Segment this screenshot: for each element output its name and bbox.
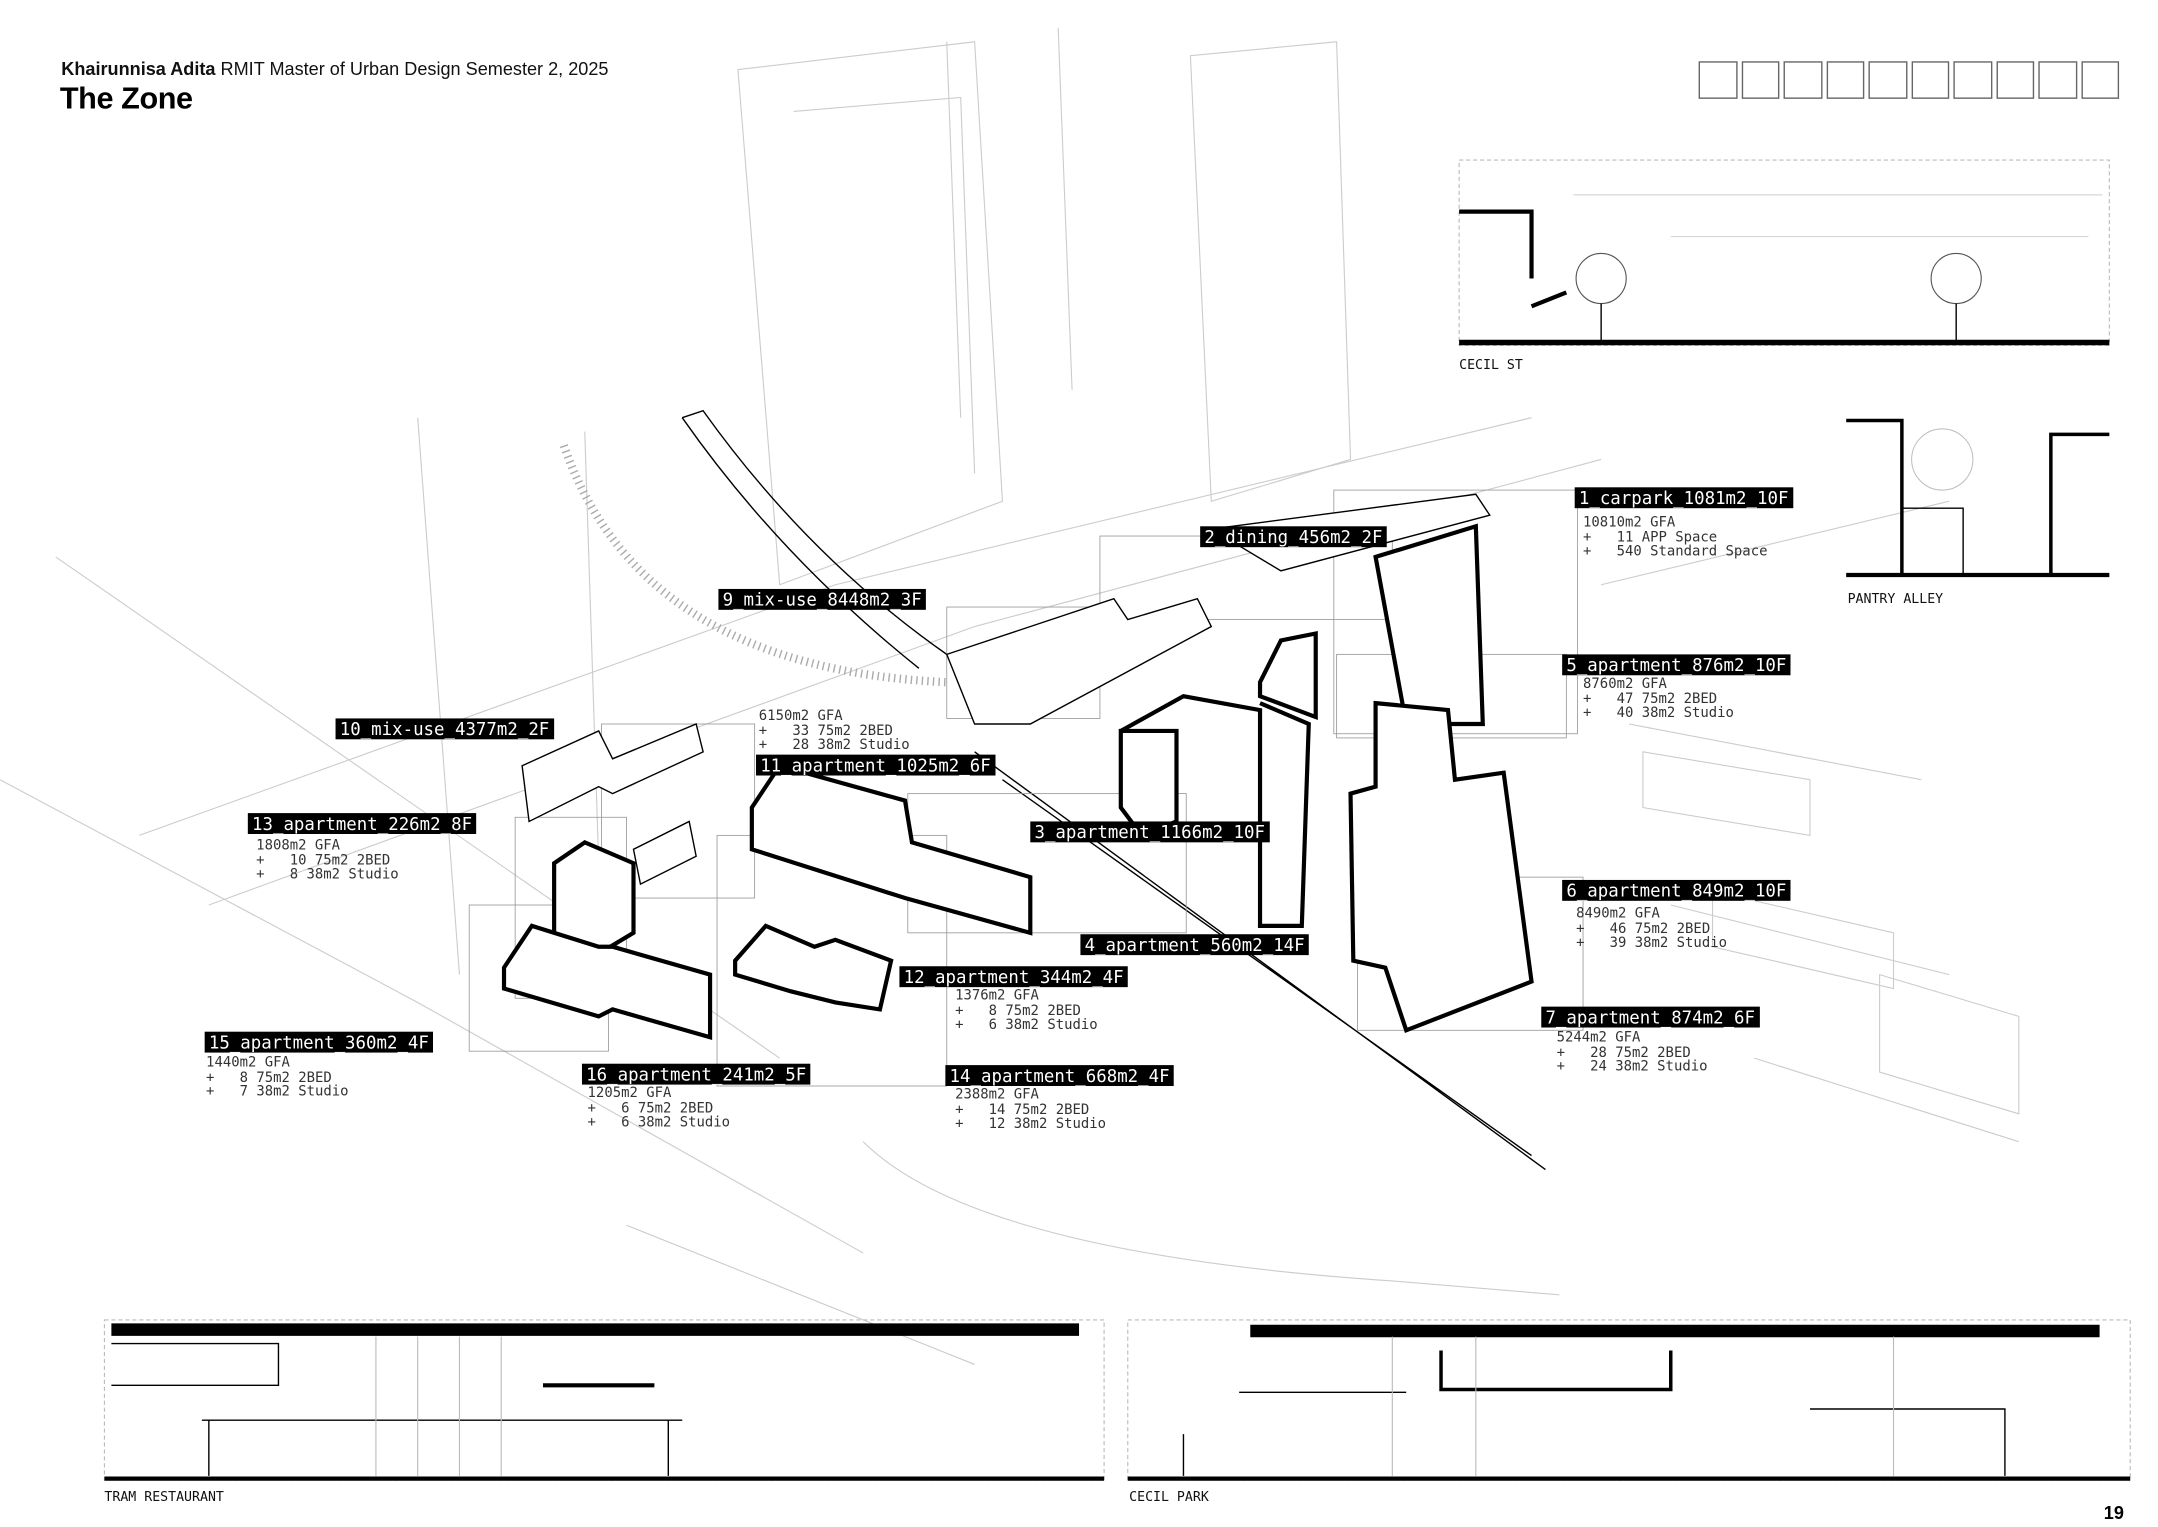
nav-box: [1741, 61, 1780, 99]
nav-box: [1953, 61, 1992, 99]
proposed-buildings: [501, 523, 1534, 1041]
nav-box: [1868, 61, 1907, 99]
section-label-cecil-park: CECIL PARK: [1129, 1489, 1209, 1506]
nav-box: [1995, 61, 2035, 99]
building-label-9: 9_mix-use_8448m2_3F: [718, 588, 926, 610]
building-info-15: 1440m2 GFA + 8 75m2 2BED + 7 38m2 Studio: [206, 1055, 349, 1101]
building-label-6: 6_apartment_849m2_10F: [1562, 879, 1791, 901]
nav-box: [1698, 61, 1737, 99]
author-name: Khairunnisa Adita: [61, 58, 216, 80]
building-info-11: 6150m2 GFA + 33 75m2 2BED + 28 38m2 Stud…: [758, 708, 910, 754]
section-label-pantry-alley: PANTRY ALLEY: [1847, 591, 1944, 608]
cecil-park-section: [1127, 1319, 2131, 1481]
context-buildings: [521, 493, 1491, 886]
building-info-6: 8490m2 GFA + 46 75m2 2BED + 39 38m2 Stud…: [1576, 906, 1727, 952]
building-label-12: 12_apartment_344m2_4F: [899, 966, 1128, 988]
building-info-16: 1205m2 GFA + 6 75m2 2BED + 6 38m2 Studio: [587, 1085, 731, 1131]
nav-box: [2038, 61, 2077, 99]
building-label-11: 11_apartment_1025m2_6F: [756, 754, 995, 776]
building-label-1: 1_carpark_1081m2_10F: [1574, 487, 1793, 509]
nav-box: [1826, 61, 1865, 99]
building-11-apartment: [749, 763, 1033, 936]
nav-box: [1783, 61, 1822, 99]
building-label-16: 16_apartment_241m2_5F: [581, 1063, 811, 1085]
section-label-tram-restaurant: TRAM RESTAURANT: [104, 1489, 224, 1506]
page-number: 19: [2103, 1502, 2124, 1524]
building-label-5: 5_apartment_876m2_10F: [1562, 654, 1791, 676]
building-15-apartment: [501, 923, 713, 1041]
page-nav-boxes: [1698, 61, 2120, 99]
building-label-10: 10_mix-use_4377m2_2F: [335, 718, 554, 740]
building-info-12: 1376m2 GFA + 8 75m2 2BED + 6 38m2 Studio: [955, 988, 1098, 1034]
nav-box: [1910, 61, 1950, 99]
header-credit: Khairunnisa Adita RMIT Master of Urban D…: [61, 58, 608, 79]
pantry-alley-section: [1846, 418, 2110, 578]
building-label-14: 14_apartment_668m2_4F: [945, 1065, 1174, 1086]
building-1-carpark: [1373, 523, 1485, 727]
course-name: RMIT Master of Urban Design Semester 2, …: [220, 58, 609, 80]
building-label-15: 15_apartment_360m2_4F: [204, 1031, 434, 1053]
building-3-apartment: [1119, 693, 1311, 928]
building-3-block: [1118, 728, 1179, 838]
building-5-apartment: [1348, 700, 1534, 1034]
tram-arc: [559, 444, 947, 687]
nav-box: [2080, 61, 2120, 99]
building-label-13: 13_apartment_226m2_8F: [247, 813, 477, 834]
page-title: The Zone: [59, 80, 193, 116]
section-label-cecil-st: CECIL ST: [1459, 357, 1523, 374]
building-info-14: 2388m2 GFA + 14 75m2 2BED + 12 38m2 Stud…: [955, 1087, 1107, 1133]
building-info-13: 1808m2 GFA + 10 75m2 2BED + 8 38m2 Studi…: [256, 838, 399, 883]
building-info-1: 10810m2 GFA + 11 APP Space + 540 Standar…: [1583, 515, 1768, 560]
building-label-7: 7_apartment_874m2_6F: [1541, 1006, 1760, 1028]
tram-restaurant-section: [103, 1319, 1105, 1481]
street-lines: [681, 409, 1546, 1171]
building-info-7: 5244m2 GFA + 28 75m2 2BED + 24 38m2 Stud…: [1556, 1030, 1708, 1076]
building-label-3: 3_apartment_1166m2_10F: [1030, 821, 1270, 843]
building-2-dining: [1257, 630, 1318, 721]
building-label-2: 2_dining_456m2_2F: [1200, 526, 1387, 548]
cecil-st-section: [1458, 159, 2110, 346]
building-label-4: 4_apartment_560m2_14F: [1080, 934, 1309, 956]
building-12-apartment: [733, 923, 894, 1012]
building-info-5: 8760m2 GFA + 47 75m2 2BED + 40 38m2 Stud…: [1583, 676, 1734, 722]
